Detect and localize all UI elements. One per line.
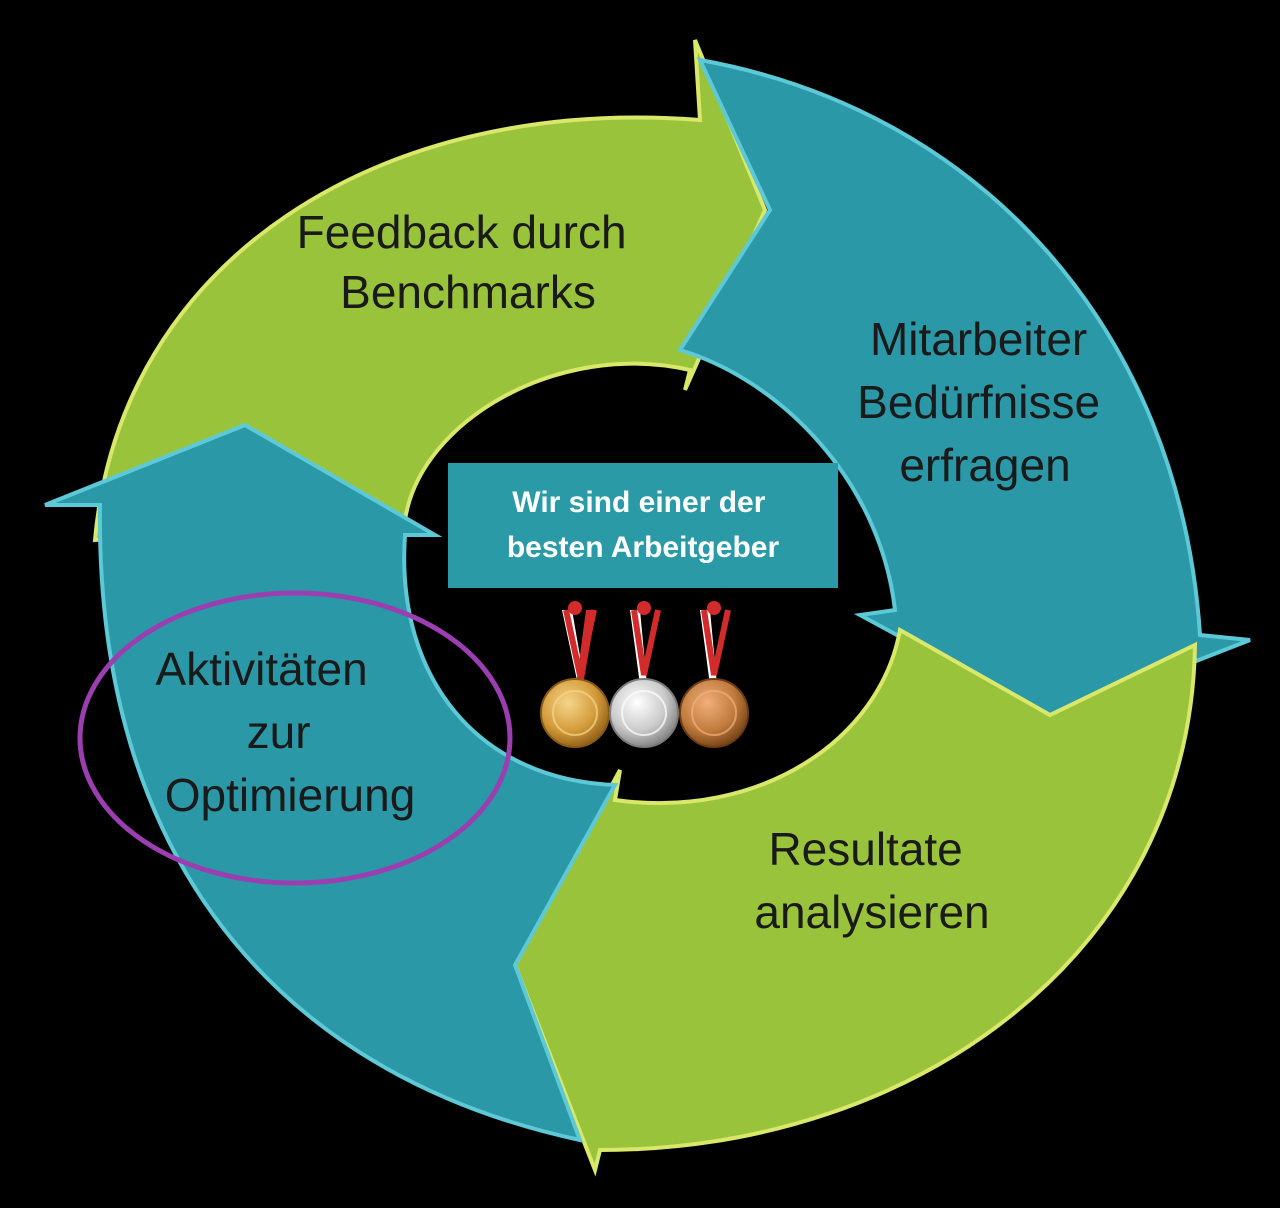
bronze-medal-icon <box>679 601 749 748</box>
highlight-ring <box>77 590 513 886</box>
stage-label-mitarbeiter: Mitarbeiter Bedürfnisse erfragen <box>857 313 1113 491</box>
stage-label-aktivitaeten: Aktivitäten zur Optimierung <box>156 643 416 821</box>
arrow-mitarbeiter <box>676 57 1251 721</box>
stage-label-resultate: Resultate analysieren <box>754 823 989 938</box>
center-box <box>448 463 838 588</box>
medals <box>540 601 749 748</box>
arrow-aktivitaeten <box>44 422 619 1143</box>
arrow-feedback <box>92 39 768 543</box>
silver-medal-icon <box>609 601 679 748</box>
gold-medal-icon <box>540 601 610 748</box>
arrow-resultate <box>512 626 1198 1177</box>
center-title: Wir sind einer der besten Arbeitgeber <box>507 486 780 564</box>
stage-label-feedback: Feedback durch Benchmarks <box>297 206 640 318</box>
